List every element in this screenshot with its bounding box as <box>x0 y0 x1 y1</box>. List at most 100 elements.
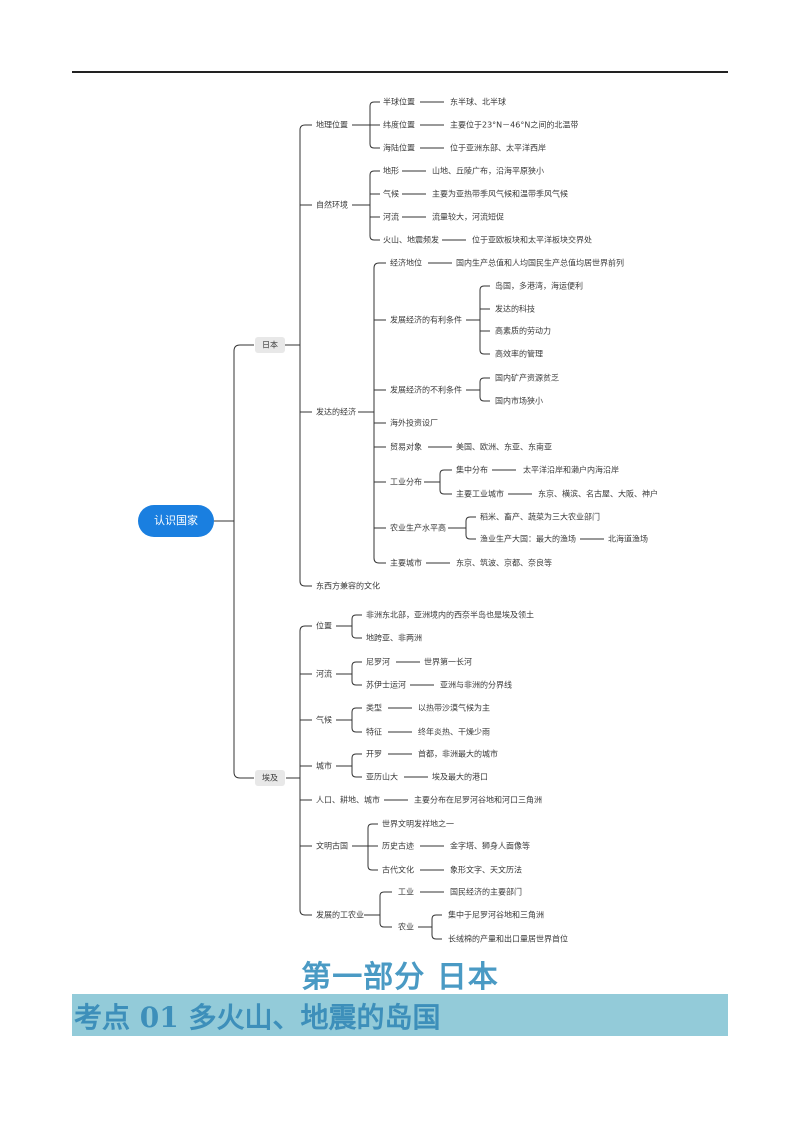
culture-label: 东西方兼容的文化 <box>316 581 380 591</box>
bracket-connector <box>373 262 386 564</box>
node-key: 集中分布 <box>456 465 488 475</box>
node-value: 主要为亚热带季风气候和温带季风气候 <box>432 189 568 199</box>
unfavorable-item: 国内市场狭小 <box>495 396 543 406</box>
node-key: 历史古迹 <box>382 841 414 851</box>
economy-label: 发达的经济 <box>316 407 356 417</box>
favorable-item: 高素质的劳动力 <box>495 326 551 336</box>
civilization-label: 文明古国 <box>316 841 348 851</box>
node-value: 位于亚欧板块和太平洋板块交界处 <box>472 235 592 245</box>
node-key: 尼罗河 <box>366 657 390 667</box>
civilization-item: 世界文明发祥地之一 <box>382 819 454 829</box>
bracket-connector <box>479 377 490 402</box>
bracket-connector <box>299 124 312 587</box>
node-key: 特征 <box>366 727 382 737</box>
node-key: 开罗 <box>366 750 382 759</box>
node-value: 金字塔、狮身人面像等 <box>450 841 530 851</box>
unfavorable-label: 发展经济的不利条件 <box>390 385 462 395</box>
node-value: 东京、横滨、名古屋、大阪、神户 <box>538 489 658 499</box>
node-key: 纬度位置 <box>383 120 415 130</box>
bracket-connector <box>233 344 254 779</box>
node-value: 亚洲与非洲的分界线 <box>440 680 512 690</box>
node-value: 东半球、北半球 <box>450 97 506 107</box>
node-key: 经济地位 <box>390 258 422 268</box>
node-value: 国内生产总值和人均国民生产总值均居世界前列 <box>456 258 624 268</box>
egypt-agri-item: 集中于尼罗河谷地和三角洲 <box>448 910 544 920</box>
node-key: 气候 <box>383 189 399 199</box>
node-value: 北海道渔场 <box>608 534 648 544</box>
node-key: 人口、耕地、城市 <box>316 795 380 805</box>
bracket-connector <box>431 914 442 940</box>
node-value: 太平洋沿岸和濑户内海沿岸 <box>523 465 619 475</box>
japan-node: 日本 <box>262 340 278 350</box>
node-value: 流量较大，河流短促 <box>432 212 504 222</box>
node-key: 半球位置 <box>383 97 415 107</box>
topic-title: 考点 01 多火山、地震的岛国 <box>74 1001 441 1034</box>
node-key: 苏伊士运河 <box>366 680 406 690</box>
node-value: 世界第一长河 <box>424 657 472 667</box>
agri-crops: 稻米、畜产、蔬菜为三大农业部门 <box>480 512 600 522</box>
top-rule <box>72 71 728 73</box>
egypt-node: 埃及 <box>262 773 278 783</box>
bracket-connector <box>379 891 392 928</box>
favorable-item: 岛国，多港湾，海运便利 <box>495 281 583 291</box>
egypt-cities-label: 城市 <box>316 761 332 771</box>
node-key: 河流 <box>383 212 399 222</box>
node-value: 美国、欧洲、东亚、东南亚 <box>456 442 552 452</box>
topic-bar: 考点 01 多火山、地震的岛国 <box>72 994 728 1036</box>
node-value: 山地、丘陵广布，沿海平原狭小 <box>432 166 544 176</box>
favorable-item: 高效率的管理 <box>495 349 543 359</box>
industry-label: 工业分布 <box>390 477 422 487</box>
location-item: 地跨亚、非两洲 <box>366 633 422 643</box>
node-value: 首都，非洲最大的城市 <box>418 749 498 759</box>
favorable-label: 发展经济的有利条件 <box>390 315 462 325</box>
location-label: 位置 <box>316 621 332 631</box>
node-key: 主要城市 <box>390 558 422 568</box>
agriculture-label: 农业生产水平高 <box>390 523 446 533</box>
bracket-connector <box>351 614 362 639</box>
location-item: 非洲东北部，亚洲境内的西奈半岛也是埃及领土 <box>366 610 534 620</box>
bracket-connector <box>465 516 476 540</box>
japan-node-box <box>255 337 285 353</box>
node-key: 古代文化 <box>382 865 414 875</box>
bracket-connector <box>439 469 452 495</box>
root-node <box>138 505 214 537</box>
node-value: 主要分布在尼罗河谷地和河口三角洲 <box>414 795 542 805</box>
node-key: 地形 <box>383 166 399 176</box>
node-key: 贸易对象 <box>390 442 422 452</box>
climate-label: 气候 <box>316 715 332 725</box>
section-title: 第一部分 日本 <box>301 960 499 995</box>
node-key: 工业 <box>398 887 414 897</box>
bracket-connector <box>351 661 362 686</box>
node-key: 火山、地震频发 <box>383 235 439 245</box>
node-value: 以热带沙漠气候为主 <box>418 703 490 713</box>
node-value: 象形文字、天文历法 <box>450 865 522 875</box>
egypt-agri-item: 长绒棉的产量和出口量居世界首位 <box>448 934 568 944</box>
rivers-label: 河流 <box>316 669 332 679</box>
egypt-node-box <box>255 770 285 786</box>
root-label: 认识国家 <box>154 513 198 527</box>
node-value: 国民经济的主要部门 <box>450 887 522 897</box>
node-key: 渔业生产大国：最大的渔场 <box>480 534 576 544</box>
unfavorable-item: 国内矿产资源贫乏 <box>495 373 559 383</box>
node-value: 埃及最大的港口 <box>432 772 488 782</box>
bracket-connector <box>351 707 362 733</box>
node-value: 位于亚洲东部、太平洋西岸 <box>450 143 546 153</box>
node-key: 海陆位置 <box>383 143 415 153</box>
egypt-industry-label: 发展的工农业 <box>316 910 364 920</box>
bracket-connector <box>369 170 380 241</box>
egypt-agri-label: 农业 <box>398 922 414 932</box>
bracket-connector <box>367 823 378 871</box>
node-value: 主要位于23°N－46°N之间的北温带 <box>450 120 578 130</box>
bracket-connector <box>479 285 490 355</box>
node-key: 亚历山大 <box>366 772 398 782</box>
node-value: 东京、筑波、京都、奈良等 <box>456 558 552 568</box>
node-key: 主要工业城市 <box>456 489 504 499</box>
nature-label: 自然环境 <box>316 200 348 210</box>
geo-label: 地理位置 <box>316 120 348 130</box>
node-value: 终年炎热、干燥少雨 <box>418 727 490 737</box>
investment-label: 海外投资设厂 <box>390 418 438 428</box>
bracket-connector <box>299 625 312 916</box>
bracket-connector <box>351 753 362 778</box>
favorable-item: 发达的科技 <box>495 304 535 314</box>
